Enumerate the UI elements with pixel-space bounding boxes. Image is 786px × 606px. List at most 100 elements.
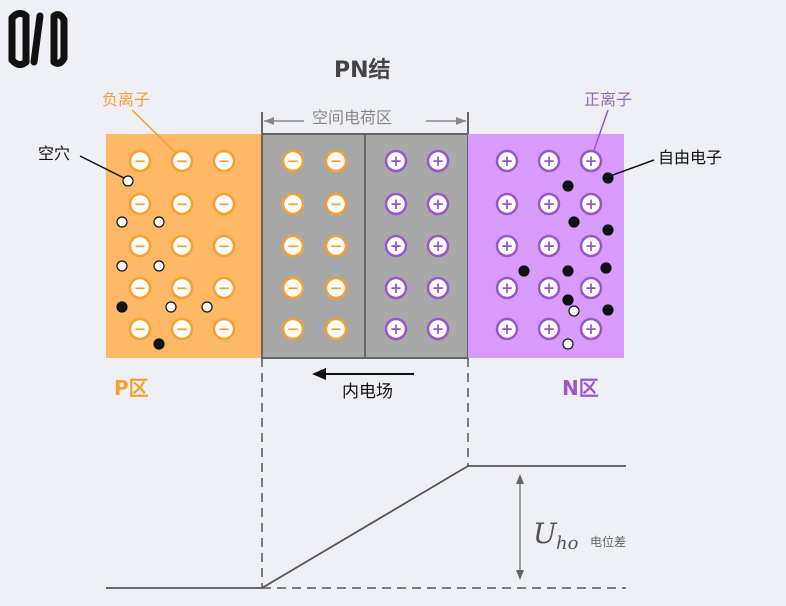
svg-text:−: −	[218, 320, 231, 338]
neg-ion-pointer	[131, 109, 179, 156]
p-region-label: P区	[114, 376, 149, 400]
negative-ion: −	[128, 317, 152, 341]
positive-ion: +	[495, 276, 519, 300]
depletion-negative-ion: −	[281, 276, 305, 300]
positive-ion: +	[579, 276, 603, 300]
positive-ion: +	[537, 317, 561, 341]
negative-ion: −	[212, 149, 236, 173]
depletion-negative-ion: −	[324, 234, 348, 258]
logo-icon	[8, 9, 68, 69]
negative-ion: −	[212, 234, 236, 258]
free-electron	[562, 265, 574, 277]
positive-ion: +	[495, 317, 519, 341]
svg-text:+: +	[585, 279, 598, 297]
hole	[116, 260, 128, 272]
svg-text:−: −	[330, 152, 343, 170]
svg-text:−: −	[287, 320, 300, 338]
negative-ion: −	[170, 234, 194, 258]
hole	[122, 175, 134, 187]
negative-ion: −	[170, 149, 194, 173]
hole	[116, 216, 128, 228]
svg-text:+: +	[501, 195, 514, 213]
svg-text:−: −	[330, 195, 343, 213]
svg-text:+: +	[390, 279, 403, 297]
negative-ion: −	[212, 317, 236, 341]
hole	[562, 338, 574, 350]
free-electron	[602, 172, 614, 184]
svg-text:+: +	[543, 237, 556, 255]
negative-ion-label: 负离子	[102, 90, 151, 109]
positive-ion: +	[495, 149, 519, 173]
negative-ion: −	[170, 276, 194, 300]
svg-text:+: +	[585, 320, 598, 338]
depletion-negative-ion: −	[324, 192, 348, 216]
depletion-positive-ion: +	[426, 276, 450, 300]
negative-ion: −	[170, 317, 194, 341]
svg-text:+: +	[585, 237, 598, 255]
free-electron	[562, 180, 574, 192]
svg-text:+: +	[432, 279, 445, 297]
positive-ion: +	[537, 234, 561, 258]
svg-text:−: −	[176, 320, 189, 338]
depletion-negative-ion: −	[324, 317, 348, 341]
built-in-field-label: 内电场	[342, 382, 393, 402]
svg-text:−: −	[287, 279, 300, 297]
depletion-positive-ion: +	[384, 234, 408, 258]
potential-text: 电位差	[590, 535, 627, 549]
positive-ion-label: 正离子	[584, 90, 633, 109]
field-arrowhead	[312, 368, 326, 380]
negative-ion: −	[128, 192, 152, 216]
svg-text:+: +	[432, 152, 445, 170]
negative-ion: −	[128, 234, 152, 258]
positive-ion: +	[579, 317, 603, 341]
positive-ion: +	[495, 234, 519, 258]
depletion-positive-ion: +	[426, 317, 450, 341]
positive-ion: +	[537, 149, 561, 173]
space-charge-region-label: 空间电荷区	[308, 110, 397, 126]
hole-label: 空穴	[38, 144, 71, 163]
hole	[568, 305, 580, 317]
depletion-pos-block	[364, 133, 469, 359]
potential-subscript: ho	[556, 533, 579, 554]
hole	[165, 301, 177, 313]
negative-ion: −	[128, 149, 152, 173]
svg-text:+: +	[585, 152, 598, 170]
negative-ion: −	[128, 276, 152, 300]
svg-text:−: −	[287, 237, 300, 255]
svg-text:−: −	[218, 237, 231, 255]
depletion-positive-ion: +	[384, 317, 408, 341]
free-electron	[116, 301, 128, 313]
depletion-negative-ion: −	[281, 149, 305, 173]
hole	[153, 260, 165, 272]
bracket-right-arrowhead	[456, 117, 466, 125]
depletion-positive-ion: +	[426, 234, 450, 258]
positive-ion: +	[495, 192, 519, 216]
svg-text:+: +	[501, 279, 514, 297]
free-electron	[153, 338, 165, 350]
svg-text:+: +	[432, 195, 445, 213]
svg-text:−: −	[330, 320, 343, 338]
svg-text:+: +	[390, 320, 403, 338]
n-region-label: N区	[562, 376, 599, 400]
depletion-negative-ion: −	[281, 317, 305, 341]
svg-text:+: +	[390, 195, 403, 213]
svg-text:+: +	[543, 152, 556, 170]
svg-text:+: +	[543, 320, 556, 338]
depletion-negative-ion: −	[324, 276, 348, 300]
negative-ion: −	[212, 276, 236, 300]
positive-ion: +	[537, 192, 561, 216]
hole-pointer	[79, 155, 125, 179]
svg-text:+: +	[390, 237, 403, 255]
svg-text:+: +	[501, 320, 514, 338]
svg-text:−: −	[330, 279, 343, 297]
bracket-left-arrowhead	[264, 117, 274, 125]
svg-text:−: −	[134, 195, 147, 213]
svg-text:+: +	[543, 279, 556, 297]
potential-curve	[106, 465, 626, 589]
svg-text:−: −	[134, 237, 147, 255]
hole	[201, 301, 213, 313]
svg-text:−: −	[176, 195, 189, 213]
free-electron-label: 自由电子	[658, 148, 723, 167]
